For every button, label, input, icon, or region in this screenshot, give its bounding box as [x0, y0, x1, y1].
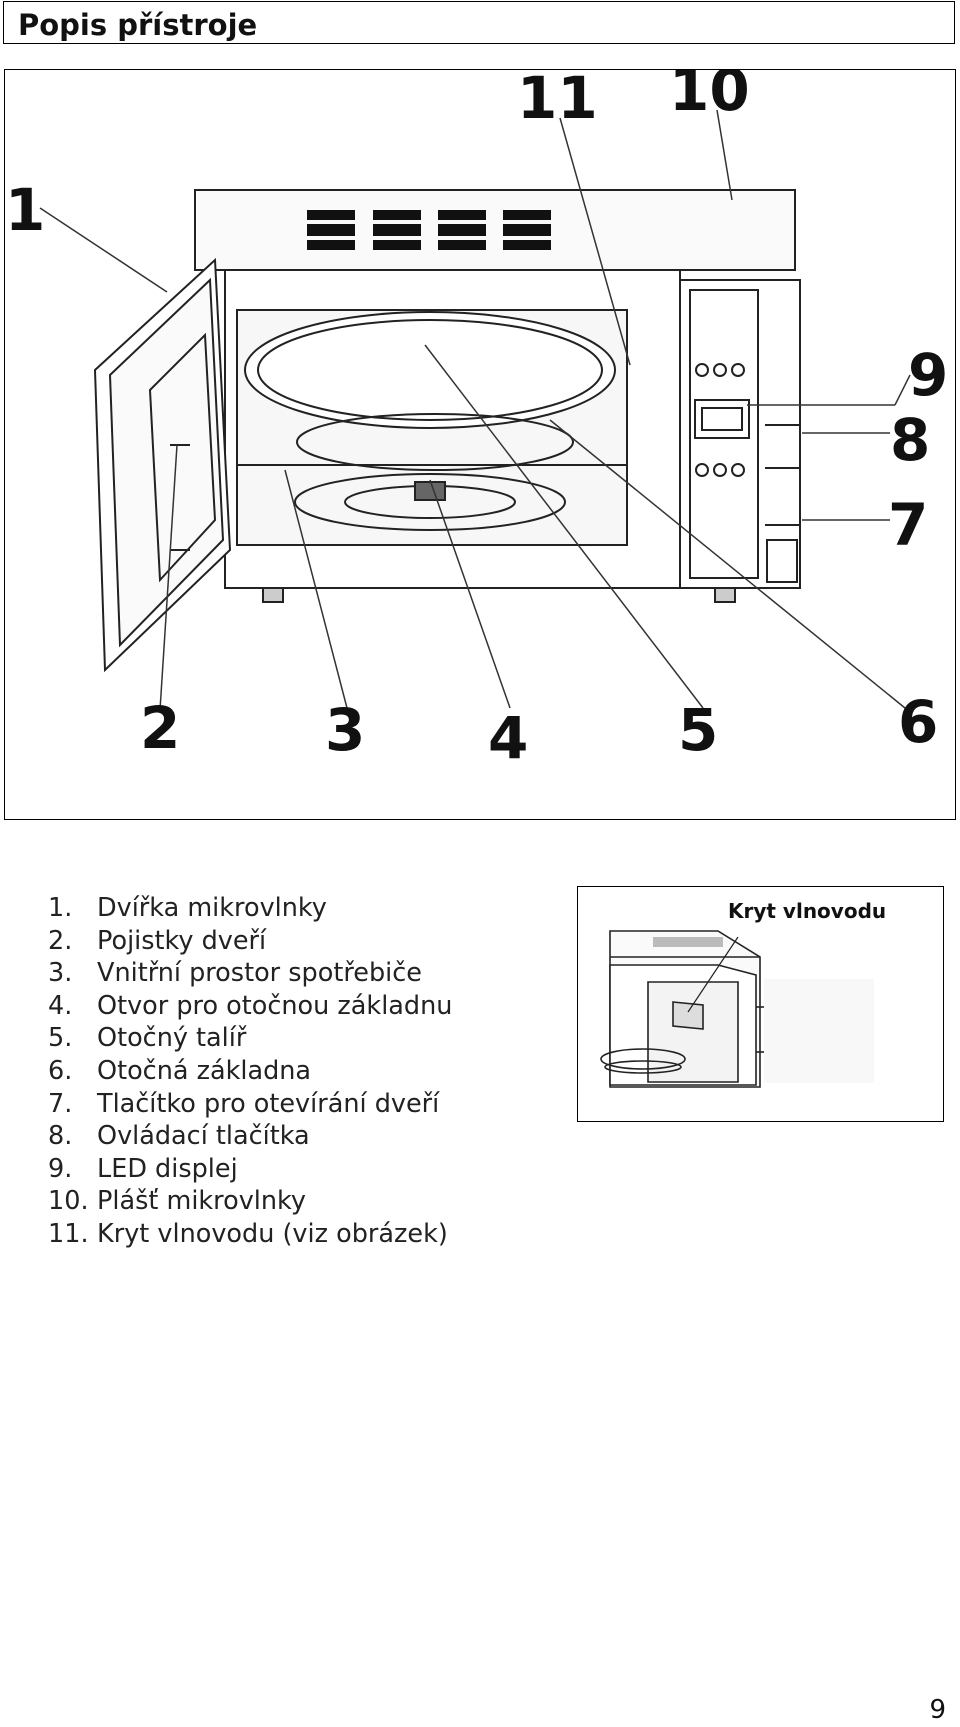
- inset-label: Kryt vlnovodu: [728, 899, 887, 923]
- list-item: 8. Ovládací tlačítka: [48, 1120, 452, 1153]
- parts-list: 1. Dvířka mikrovlnky 2. Pojistky dveří 3. V…: [48, 892, 452, 1251]
- callout-10: 10: [669, 70, 750, 124]
- callout-5: 5: [678, 696, 718, 764]
- list-item: 11. Kryt vlnovodu (viz obrázek): [48, 1218, 452, 1251]
- page-title: Popis přístroje: [18, 8, 258, 42]
- item-label: Kryt vlnovodu (viz obrázek): [97, 1218, 448, 1249]
- waveguide-drawing: [600, 930, 874, 1088]
- item-label: Vnitřní prostor spotřebiče: [97, 958, 422, 989]
- callout-11: 11: [517, 70, 598, 132]
- list-item: 2. Pojistky dveří: [48, 925, 452, 958]
- item-label: Plášť mikrovlnky: [97, 1186, 306, 1217]
- item-label: Ovládací tlačítka: [97, 1121, 310, 1152]
- list-item: 9. LED displej: [48, 1153, 452, 1186]
- item-label: Otvor pro otočnou základnu: [97, 990, 453, 1021]
- item-label: Pojistky dveří: [97, 925, 267, 956]
- callout-3: 3: [325, 696, 365, 764]
- callout-1: 1: [5, 176, 45, 244]
- item-number: 6.: [48, 1055, 73, 1086]
- callout-8: 8: [890, 406, 930, 474]
- list-item: 10. Plášť mikrovlnky: [48, 1185, 452, 1218]
- item-label: LED displej: [97, 1153, 238, 1184]
- item-number: 1.: [48, 893, 73, 923]
- list-item: 4. Otvor pro otočnou základnu: [48, 990, 452, 1023]
- item-number: 9.: [48, 1153, 73, 1184]
- microwave-drawing: 1 2 3 4 5 6 7 8 9 10 11: [5, 70, 948, 772]
- item-number: 8.: [48, 1121, 73, 1152]
- callout-9: 9: [908, 341, 948, 409]
- waveguide-cover-inset: Kryt vlnovodu: [577, 886, 944, 1122]
- item-label: Tlačítko pro otevírání dveří: [97, 1088, 440, 1119]
- item-number: 7.: [48, 1088, 73, 1119]
- callout-2: 2: [140, 694, 180, 762]
- item-label: Otočná základna: [97, 1055, 312, 1086]
- list-item: 6. Otočná základna: [48, 1055, 452, 1088]
- item-number: 11.: [48, 1218, 89, 1249]
- callout-4: 4: [488, 704, 528, 772]
- list-item: 7. Tlačítko pro otevírání dveří: [48, 1088, 452, 1121]
- microwave-diagram: 1 2 3 4 5 6 7 8 9 10 11: [4, 69, 956, 820]
- page-number: 9: [929, 1695, 946, 1725]
- item-number: 3.: [48, 958, 73, 989]
- list-item: 3. Vnitřní prostor spotřebiče: [48, 957, 452, 990]
- item-label: Otočný talíř: [97, 1023, 247, 1054]
- item-number: 10.: [48, 1186, 89, 1217]
- list-item: 5. Otočný talíř: [48, 1022, 452, 1055]
- item-number: 4.: [48, 990, 73, 1021]
- header-box: Popis přístroje: [3, 1, 955, 44]
- list-item: 1. Dvířka mikrovlnky: [48, 892, 452, 925]
- callout-7: 7: [888, 491, 928, 559]
- item-label: Dvířka mikrovlnky: [97, 893, 327, 923]
- callout-6: 6: [898, 688, 938, 756]
- item-number: 5.: [48, 1023, 73, 1054]
- item-number: 2.: [48, 925, 73, 956]
